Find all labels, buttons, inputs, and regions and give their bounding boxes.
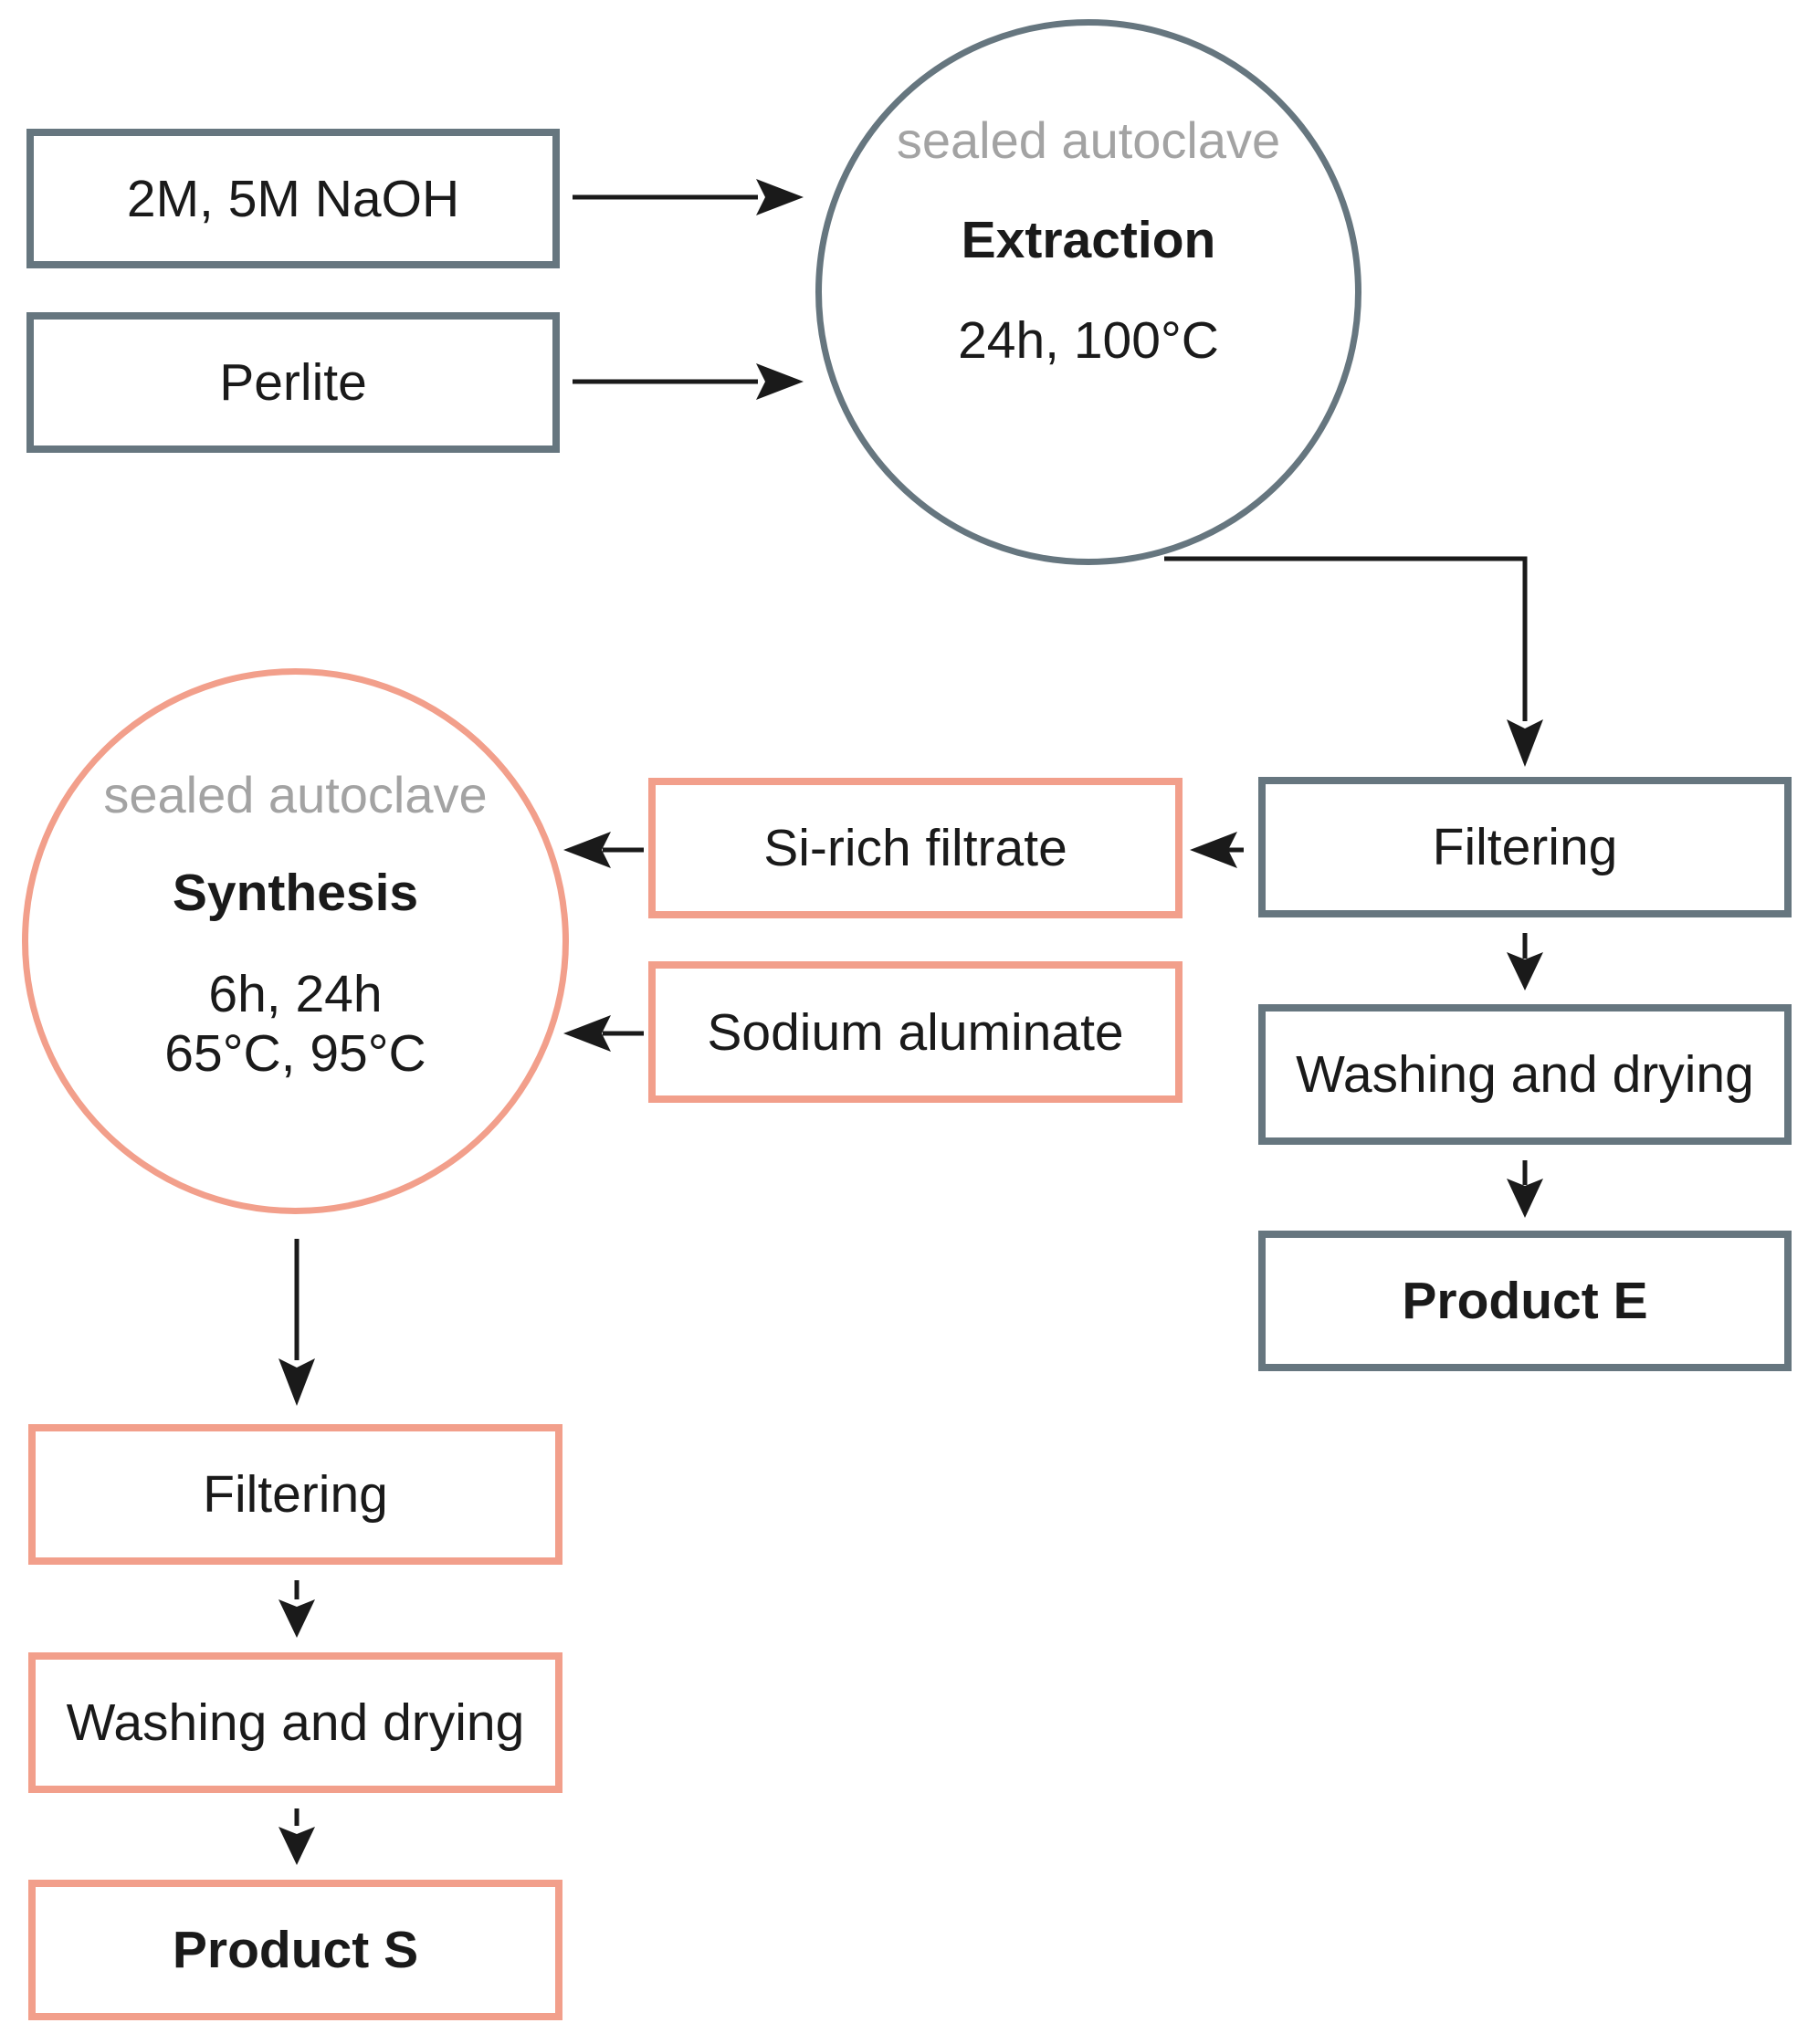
- synthesis-title: Synthesis: [172, 864, 419, 922]
- si-rich-filtrate-label: Si-rich filtrate: [763, 819, 1067, 877]
- arrow-synthesis-to-filtering-s-head: [279, 1358, 315, 1406]
- extraction-conditions: 24h, 100°C: [958, 311, 1219, 370]
- synthesis-conditions-line2: 65°C, 95°C: [164, 1024, 426, 1083]
- arrow-filtering-to-washing-s-head: [279, 1599, 315, 1638]
- arrow-filtering-to-washing-e-head: [1507, 952, 1543, 991]
- arrow-aluminate-to-synthesis-head: [563, 1015, 611, 1052]
- product-e-box: Product E: [1258, 1231, 1792, 1371]
- arrow-filtrate-to-synthesis-head: [563, 832, 611, 868]
- washing-drying-e-label: Washing and drying: [1296, 1045, 1754, 1104]
- extraction-autoclave-circle: sealed autoclave Extraction 24h, 100°C: [815, 19, 1361, 565]
- naoh-input-box: 2M, 5M NaOH: [26, 129, 560, 268]
- synthesis-autoclave-circle: sealed autoclave Synthesis 6h, 24h 65°C,…: [22, 668, 569, 1214]
- arrow-washing-to-product-e-head: [1507, 1179, 1543, 1218]
- sodium-aluminate-label: Sodium aluminate: [707, 1002, 1124, 1062]
- perlite-input-box: Perlite: [26, 312, 560, 453]
- naoh-label: 2M, 5M NaOH: [126, 169, 460, 228]
- sodium-aluminate-box: Sodium aluminate: [648, 961, 1183, 1103]
- arrow-extraction-to-filtering: [1164, 556, 1528, 721]
- perlite-label: Perlite: [219, 353, 367, 412]
- filtering-s-label: Filtering: [203, 1465, 388, 1524]
- synthesis-vessel-label: sealed autoclave: [103, 766, 488, 823]
- product-s-label: Product S: [172, 1921, 419, 1979]
- filtering-e-label: Filtering: [1432, 818, 1618, 876]
- si-rich-filtrate-box: Si-rich filtrate: [648, 778, 1183, 918]
- extraction-vessel-label: sealed autoclave: [896, 111, 1281, 169]
- arrow-perlite-to-extraction-head: [756, 363, 804, 400]
- filtering-e-box: Filtering: [1258, 777, 1792, 917]
- washing-drying-e-box: Washing and drying: [1258, 1004, 1792, 1145]
- filtering-s-box: Filtering: [28, 1424, 562, 1565]
- arrow-washing-to-product-s-head: [279, 1827, 315, 1865]
- washing-drying-s-box: Washing and drying: [28, 1652, 562, 1793]
- washing-drying-s-label: Washing and drying: [66, 1693, 525, 1752]
- synthesis-conditions-line1: 6h, 24h: [208, 965, 383, 1023]
- arrow-extraction-to-filtering-head: [1507, 719, 1543, 767]
- extraction-title: Extraction: [961, 211, 1216, 269]
- product-e-label: Product E: [1402, 1272, 1648, 1330]
- arrow-naoh-to-extraction-head: [756, 179, 804, 215]
- product-s-box: Product S: [28, 1880, 562, 2020]
- arrow-filtering-to-filtrate-head: [1190, 832, 1237, 868]
